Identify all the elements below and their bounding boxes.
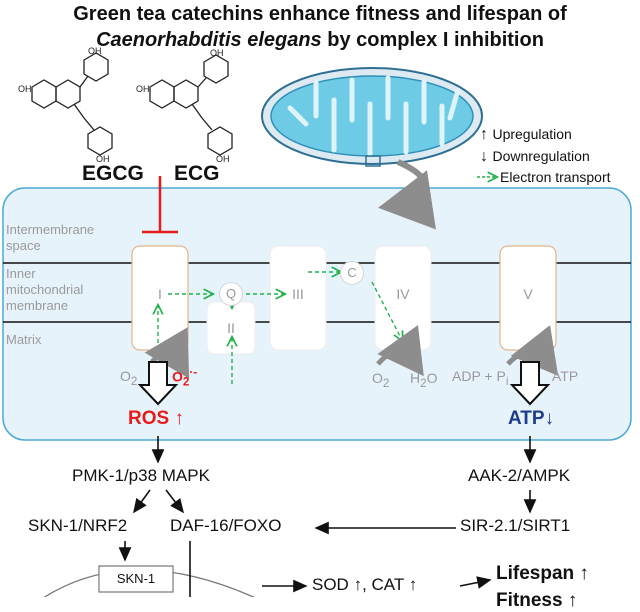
electron-arrow-c-to-iv bbox=[371, 281, 402, 340]
ecg-structure-icon bbox=[149, 54, 233, 156]
up-arrow-icon: ↑ bbox=[174, 408, 184, 429]
complex-v-label: V bbox=[523, 286, 533, 302]
legend-down: ↓ Downregulation bbox=[480, 148, 590, 165]
fitness-outcome: Fitness ↑ bbox=[496, 590, 578, 611]
water-label: H2O bbox=[410, 370, 438, 390]
oh-label: OH bbox=[96, 154, 110, 164]
title-line-2-rest: by complex I inhibition bbox=[321, 29, 544, 51]
sod-cat-label: SOD ↑, CAT ↑ bbox=[312, 575, 418, 594]
skn1-box-label: SKN-1 bbox=[116, 571, 156, 586]
ubiquinone-q: Q bbox=[219, 282, 243, 306]
atp-product-label: ATP bbox=[552, 368, 579, 384]
zoom-curved-arrow bbox=[378, 159, 436, 230]
up-arrow-icon: ↑ bbox=[567, 590, 578, 611]
matrix-label: Matrix bbox=[6, 332, 42, 347]
figure-title-line-2: Caenorhabditis elegans by complex I inhi… bbox=[0, 28, 640, 52]
o2-complex-iv-label: O2 bbox=[372, 370, 390, 390]
sod-cat-to-lifespan-arrow bbox=[459, 576, 492, 589]
oh-label: OH bbox=[216, 154, 230, 164]
sir21-sirt1-label: SIR-2.1/SIRT1 bbox=[460, 516, 571, 535]
o2-to-superoxide-arrow bbox=[144, 327, 190, 379]
oh-label: OH bbox=[88, 46, 102, 56]
superoxide-label: O2·- bbox=[172, 366, 198, 389]
pmk-to-skn-arrow bbox=[133, 489, 151, 514]
complex-ii-label: II bbox=[227, 320, 235, 336]
atp-marker: ATP↓ bbox=[508, 408, 555, 429]
title-species: Caenorhabditis elegans bbox=[96, 29, 322, 51]
up-arrow-icon: ↑ bbox=[353, 575, 363, 594]
daf16-foxo-label: DAF-16/FOXO bbox=[170, 516, 282, 535]
up-arrow-icon: ↑ bbox=[480, 126, 488, 143]
egcg-label: EGCG bbox=[82, 162, 144, 185]
figure-title-line-1: Green tea catechins enhance fitness and … bbox=[73, 3, 567, 25]
mitochondrion-zoom-box bbox=[365, 155, 381, 167]
up-arrow-icon: ↑ bbox=[408, 575, 418, 594]
pmk1-label: PMK-1/p38 MAPK bbox=[72, 466, 210, 485]
oh-label: OH bbox=[210, 48, 224, 58]
adp-pi-label: ADP + Pi bbox=[452, 368, 509, 388]
egcg-structure-icon bbox=[31, 52, 113, 156]
down-arrow-icon: ↓ bbox=[480, 148, 488, 165]
lifespan-outcome: Lifespan ↑ bbox=[496, 563, 589, 584]
cytochrome-c: C bbox=[340, 261, 364, 285]
atp-hollow-arrow bbox=[509, 361, 551, 406]
ros-hollow-arrow bbox=[137, 361, 179, 406]
complex-iii-label: III bbox=[292, 286, 304, 302]
oh-label: OH bbox=[136, 84, 150, 94]
skn1-box bbox=[98, 565, 174, 593]
legend-electron: Electron transport bbox=[500, 169, 611, 185]
complex-iv-label: IV bbox=[396, 286, 410, 302]
legend-up: ↑ Upregulation bbox=[480, 126, 572, 143]
pathway-diagram bbox=[2, 52, 632, 597]
o2-to-water-arrow bbox=[376, 324, 424, 377]
pmk-to-daf-arrow bbox=[165, 489, 184, 514]
mitochondrion-cristae bbox=[287, 75, 461, 157]
up-arrow-icon: ↑ bbox=[579, 563, 589, 584]
complex-i-label: I bbox=[158, 286, 162, 302]
aak2-label: AAK-2/AMPK bbox=[468, 466, 571, 485]
o2-substrate-label: O2 bbox=[120, 368, 138, 388]
ecg-label: ECG bbox=[174, 162, 220, 185]
ros-marker: ROS ↑ bbox=[128, 408, 184, 429]
oh-label: OH bbox=[18, 84, 32, 94]
adp-to-atp-arrow bbox=[506, 325, 559, 376]
down-arrow-icon: ↓ bbox=[544, 408, 555, 429]
skn1-nrf2-label: SKN-1/NRF2 bbox=[28, 516, 128, 535]
